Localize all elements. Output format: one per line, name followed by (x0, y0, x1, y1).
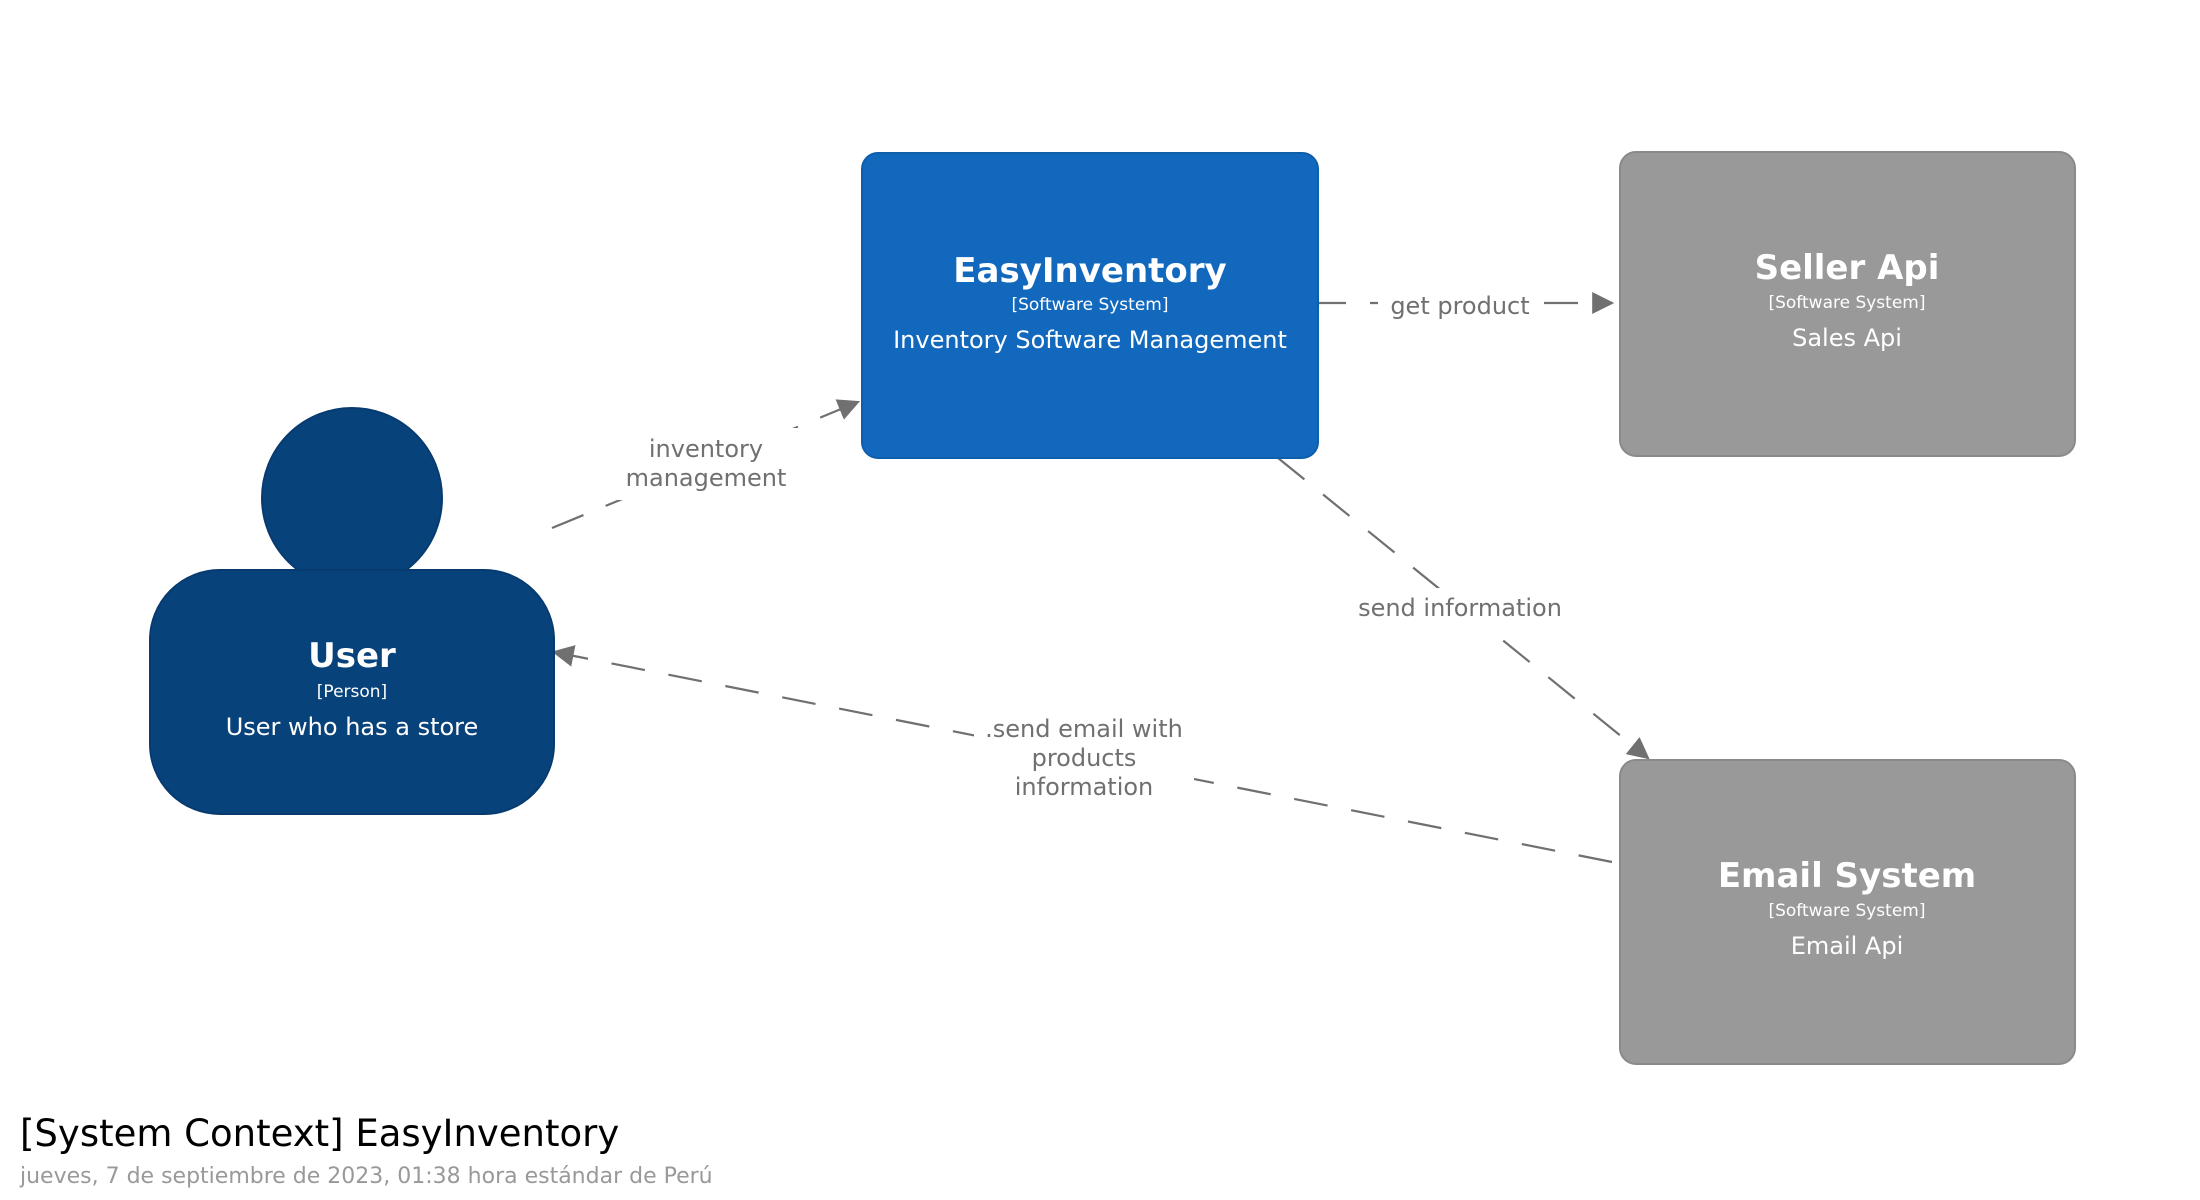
node-description: Email Api (1791, 932, 1904, 960)
edge-label-information: information (1015, 773, 1154, 801)
node-type: [Software System] (1011, 295, 1168, 315)
person-body-shape (149, 569, 555, 815)
node-easyinventory[interactable]: EasyInventory [Software System] Inventor… (861, 152, 1319, 459)
system-box (861, 152, 1319, 459)
node-description: Sales Api (1792, 324, 1902, 352)
node-title: Seller Api (1755, 248, 1940, 288)
diagram-title: [System Context] EasyInventory (20, 1112, 620, 1155)
person-head-shape (261, 407, 443, 589)
edge-get-product[interactable]: get product (1312, 282, 1615, 322)
edge-label-get-product: get product (1390, 292, 1529, 320)
edge-send-email[interactable]: .send email with products information (551, 645, 1613, 864)
edge-send-information[interactable]: send information (1277, 457, 1650, 760)
external-system-box (1619, 151, 2076, 457)
node-email-system[interactable]: Email System [Software System] Email Api (1619, 759, 2076, 1065)
external-system-box (1619, 759, 2076, 1065)
edge-inventory-management[interactable]: inventory management (551, 399, 861, 530)
node-seller-api[interactable]: Seller Api [Software System] Sales Api (1619, 151, 2076, 457)
node-description: Inventory Software Management (893, 326, 1287, 354)
node-title: EasyInventory (953, 251, 1226, 291)
node-title: Email System (1718, 856, 1976, 896)
diagram-timestamp: jueves, 7 de septiembre de 2023, 01:38 h… (20, 1164, 713, 1189)
node-type: [Person] (317, 682, 387, 702)
edge-label-inventory: inventory (649, 435, 763, 463)
node-user[interactable]: User [Person] User who has a store (149, 407, 555, 815)
edge-label-products: products (1032, 744, 1137, 772)
edge-label-send-information: send information (1358, 594, 1562, 622)
edge-label-management: management (626, 464, 787, 492)
node-type: [Software System] (1768, 901, 1925, 921)
node-description: User who has a store (226, 713, 479, 741)
edge-label-send-email: .send email with (985, 715, 1183, 743)
node-title: User (308, 636, 396, 676)
node-type: [Software System] (1768, 293, 1925, 313)
